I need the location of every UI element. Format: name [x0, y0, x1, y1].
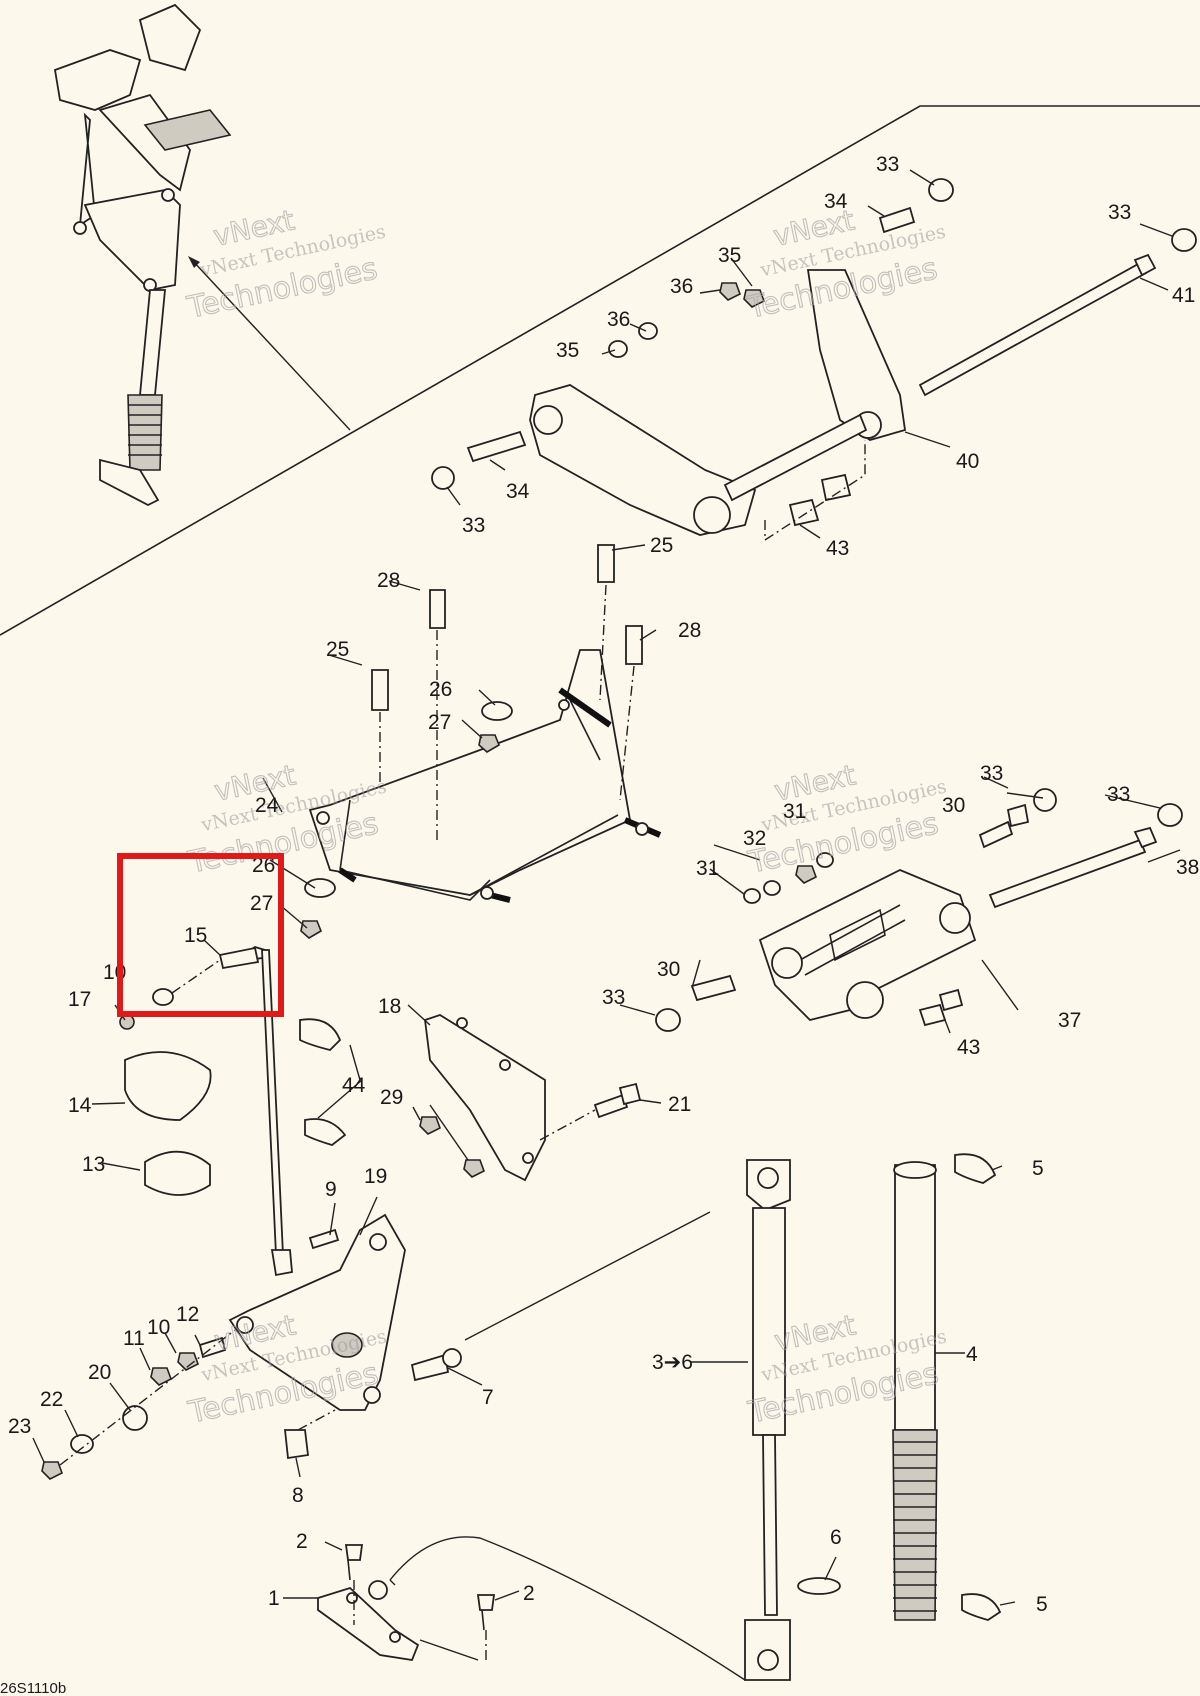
upper-swing-arm-group [431, 178, 1197, 542]
bracket-19-group [41, 1211, 711, 1480]
link-rod-group [119, 946, 347, 1277]
callout-31: 31 [783, 800, 806, 823]
callout-11: 11 [123, 1327, 145, 1350]
callout-33: 33 [602, 986, 625, 1009]
callout-leaders [32, 169, 1181, 1606]
lower-swing-arm-group [655, 788, 1183, 1032]
callout-30: 30 [657, 958, 680, 981]
callout-29: 29 [380, 1086, 403, 1109]
callout-4: 4 [966, 1343, 978, 1366]
callout-15: 15 [184, 924, 207, 947]
callout-40: 40 [956, 450, 979, 473]
callout-35: 35 [556, 339, 579, 362]
callout-37: 37 [1058, 1009, 1081, 1032]
drawing-code: 26S1110b [0, 1680, 66, 1696]
callout-43: 43 [957, 1036, 980, 1059]
callout-27: 27 [428, 711, 451, 734]
callout-36: 36 [607, 308, 630, 331]
callout-6: 6 [830, 1526, 842, 1549]
bracket-18-group [419, 1014, 642, 1182]
watermark-4: vNext vNext Technologies Technologies [744, 758, 948, 881]
callout-20: 20 [88, 1361, 111, 1384]
watermark-1: vNext vNext Technologies Technologies [183, 203, 387, 326]
callout-21: 21 [668, 1093, 691, 1116]
callout-23: 23 [8, 1415, 31, 1438]
highlight-box-part-15 [117, 853, 284, 1017]
callout-31: 31 [696, 857, 719, 880]
callout-34: 34 [506, 480, 530, 503]
callout-44: 44 [342, 1074, 366, 1097]
callout-28: 28 [377, 569, 400, 592]
callout-12: 12 [176, 1303, 199, 1326]
callout-7: 7 [482, 1386, 494, 1409]
inset-pointer [191, 259, 351, 431]
callout-27: 27 [250, 892, 273, 915]
callout-36: 36 [670, 275, 693, 298]
callout-13: 13 [82, 1153, 105, 1176]
gas-spring-group [744, 1159, 791, 1681]
callout-33: 33 [876, 153, 899, 176]
callout-3-to-6: 3➔6 [652, 1351, 693, 1374]
callout-32: 32 [743, 827, 766, 850]
callout-22: 22 [40, 1388, 63, 1411]
callout-35: 35 [718, 244, 741, 267]
callout-2: 2 [296, 1530, 308, 1553]
callout-33: 33 [1108, 201, 1131, 224]
callout-28: 28 [678, 619, 701, 642]
inset-overview-assembly [53, 3, 232, 507]
callout-34: 34 [824, 190, 848, 213]
callout-5: 5 [1036, 1593, 1048, 1616]
callout-1: 1 [268, 1587, 280, 1610]
callout-9: 9 [325, 1178, 337, 1201]
callout-30: 30 [942, 794, 965, 817]
callout-43: 43 [826, 537, 849, 560]
shock-absorber-group [797, 1153, 1002, 1621]
callout-18: 18 [378, 995, 401, 1018]
callout-24: 24 [255, 794, 279, 817]
callout-25: 25 [326, 638, 349, 661]
bottom-bracket-group [317, 1536, 746, 1681]
callout-38: 38 [1176, 856, 1199, 879]
callout-5: 5 [1032, 1157, 1044, 1180]
support-bracket-group [300, 544, 662, 939]
callout-33: 33 [1107, 783, 1130, 806]
callout-33: 33 [980, 762, 1003, 785]
callout-41: 41 [1172, 284, 1195, 307]
callout-17: 17 [68, 988, 91, 1011]
watermark-3: vNext vNext Technologies Technologies [184, 758, 388, 881]
callout-33: 33 [462, 514, 485, 537]
callout-labels: 33 34 33 35 36 41 36 35 40 34 33 43 25 2… [8, 153, 1199, 1616]
callout-25: 25 [650, 534, 673, 557]
callout-19: 19 [364, 1165, 387, 1188]
callout-2: 2 [523, 1582, 535, 1605]
callout-26: 26 [252, 854, 275, 877]
callout-26: 26 [429, 678, 452, 701]
callout-10: 10 [147, 1316, 170, 1339]
inset-separator [0, 105, 1200, 636]
callout-14: 14 [68, 1094, 92, 1117]
callout-8: 8 [292, 1484, 304, 1507]
